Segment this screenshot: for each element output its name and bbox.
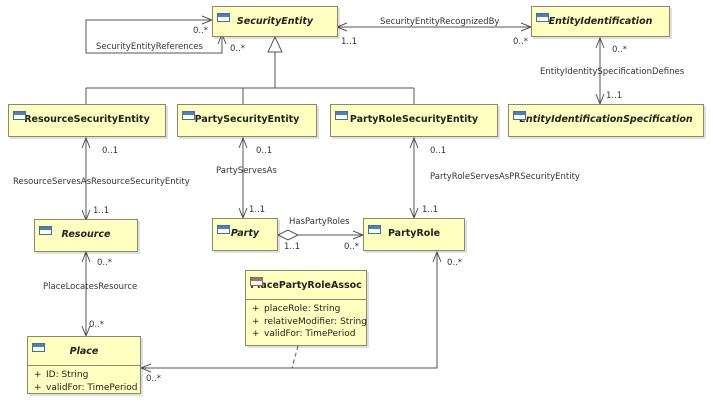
class-icon xyxy=(513,111,526,120)
class-place-party-role-assoc[interactable]: PlacePartyRoleAssoc +placeRole: String +… xyxy=(245,270,367,346)
multiplicity-label: 1..1 xyxy=(284,242,301,252)
association-name-party-role-serves-as: PartyRoleServesAsPRSecurityEntity xyxy=(430,172,580,182)
entity-identity-spec-defines-arrow-a xyxy=(595,36,605,49)
has-party-roles-diamond xyxy=(276,229,300,241)
class-name: Place xyxy=(69,345,99,357)
class-icon xyxy=(368,225,381,234)
class-resource-security-entity[interactable]: ResourceSecurityEntity xyxy=(8,104,166,137)
party-role-serves-as-arrow-a xyxy=(409,136,419,149)
generalization-triangle xyxy=(267,35,283,53)
multiplicity-label: 0..* xyxy=(230,44,246,54)
multiplicity-label: 1..1 xyxy=(93,206,110,216)
multiplicity-label: 0..1 xyxy=(256,146,273,156)
attribute-list: +ID: String +validFor: TimePeriod xyxy=(28,365,140,397)
multiplicity-label: 0..* xyxy=(97,258,113,268)
multiplicity-label: 0..1 xyxy=(102,146,119,156)
class-resource[interactable]: Resource xyxy=(34,219,138,252)
class-icon xyxy=(32,343,45,352)
association-class-icon xyxy=(250,277,263,286)
class-party[interactable]: Party xyxy=(212,218,278,251)
class-name: PartySecurityEntity xyxy=(194,113,300,125)
multiplicity-label: 0..* xyxy=(146,374,162,384)
assoc-class-dashed-link xyxy=(291,345,299,369)
place-party-role-arrow-b xyxy=(432,250,442,263)
association-name-party-serves-as: PartyServesAs xyxy=(216,166,277,176)
multiplicity-label: 0..* xyxy=(344,242,360,252)
association-name-entity-identity-spec-defines: EntityIdentitySpecificationDefines xyxy=(540,67,685,77)
class-icon xyxy=(536,13,549,22)
class-icon xyxy=(182,111,195,120)
multiplicity-label: 1..1 xyxy=(606,91,623,101)
class-name: SecurityEntity xyxy=(236,15,314,27)
multiplicity-label: 0..* xyxy=(612,45,628,55)
class-name: Resource xyxy=(61,228,111,240)
attribute-row: +validFor: TimePeriod xyxy=(34,382,138,393)
class-name: EntityIdentification xyxy=(548,15,653,27)
class-icon xyxy=(217,13,230,22)
class-icon xyxy=(39,226,52,235)
class-name: EntityIdentificationSpecification xyxy=(519,113,693,125)
attribute-row: +placeRole: String xyxy=(252,304,341,314)
class-entity-identification[interactable]: EntityIdentification xyxy=(531,6,670,37)
multiplicity-label: 0..* xyxy=(89,320,105,330)
party-serves-as-arrow-a xyxy=(238,136,248,149)
association-name-place-locates-resource: PlaceLocatesResource xyxy=(43,282,138,292)
class-entity-identification-specification[interactable]: EntityIdentificationSpecification xyxy=(508,104,704,137)
class-name: PartyRoleSecurityEntity xyxy=(349,113,479,125)
class-icon xyxy=(335,111,348,120)
multiplicity-label: 1..1 xyxy=(341,37,358,47)
association-name-security-entity-references: SecurityEntityReferences xyxy=(96,42,203,52)
class-party-role[interactable]: PartyRole xyxy=(363,218,465,251)
multiplicity-label: 1..1 xyxy=(422,205,439,215)
multiplicity-label: 0..* xyxy=(447,258,463,268)
class-party-role-security-entity[interactable]: PartyRoleSecurityEntity xyxy=(330,104,498,137)
place-locates-resource-arrow-a xyxy=(81,250,91,263)
association-name-has-party-roles: HasPartyRoles xyxy=(289,217,350,227)
class-name: PlacePartyRoleAssoc xyxy=(250,279,362,291)
association-name-resource-serves-as: ResourceServesAsResourceSecurityEntity xyxy=(13,177,190,187)
multiplicity-label: 0..* xyxy=(513,37,529,47)
multiplicity-label: 0..1 xyxy=(430,146,447,156)
multiplicity-label: 0..* xyxy=(193,26,209,36)
resource-serves-as-arrow-a xyxy=(81,136,91,149)
place-party-role-line xyxy=(141,252,438,369)
association-name-security-entity-recognized-by: SecurityEntityRecognizedBy xyxy=(380,17,500,27)
class-name: ResourceSecurityEntity xyxy=(24,113,150,125)
class-icon xyxy=(13,111,26,120)
class-icon xyxy=(217,225,230,234)
attribute-row: +relativeModifier: String xyxy=(252,316,367,327)
class-place[interactable]: Place +ID: String +validFor: TimePeriod xyxy=(27,336,141,394)
class-name: PartyRole xyxy=(387,227,441,239)
attribute-row: +validFor: TimePeriod xyxy=(252,329,356,339)
class-security-entity[interactable]: SecurityEntity xyxy=(212,6,338,37)
place-party-role-arrow-a xyxy=(139,363,152,373)
multiplicity-label: 1..1 xyxy=(249,205,266,215)
attribute-list: +placeRole: String +relativeModifier: St… xyxy=(246,299,367,344)
security-entity-references-line xyxy=(85,19,223,54)
attribute-row: +ID: String xyxy=(34,370,89,380)
class-name: Party xyxy=(230,227,260,239)
class-party-security-entity[interactable]: PartySecurityEntity xyxy=(177,104,317,137)
